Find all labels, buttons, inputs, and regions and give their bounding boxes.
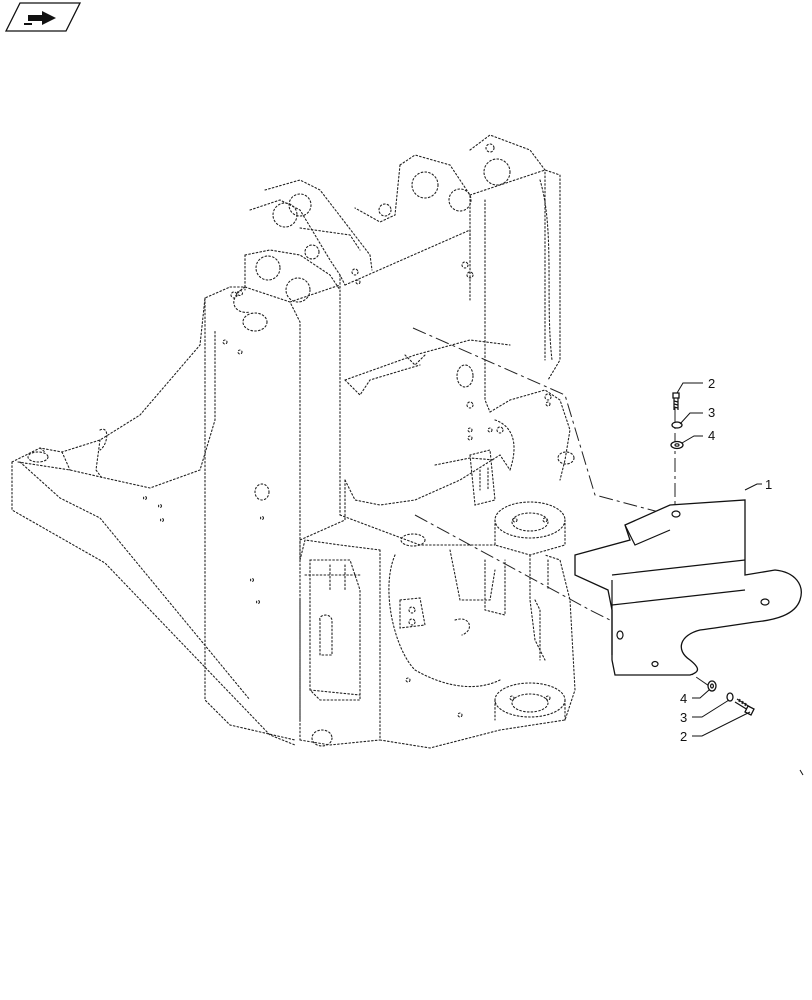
assembly-centerlines xyxy=(412,327,716,691)
corner-mark xyxy=(799,769,804,776)
callout-labels: 1 2 3 4 4 3 2 xyxy=(676,376,772,744)
top-bolt[interactable] xyxy=(672,392,680,410)
top-flatwasher[interactable] xyxy=(670,440,684,450)
callout-top-flatwasher: 4 xyxy=(708,428,715,443)
truck-arrow-icon xyxy=(4,2,82,32)
callout-1: 1 xyxy=(765,477,772,492)
callout-top-bolt: 2 xyxy=(708,376,715,391)
bottom-lockwasher[interactable] xyxy=(726,692,734,702)
top-lockwasher[interactable] xyxy=(671,421,683,429)
bottom-bolt[interactable] xyxy=(734,698,755,716)
top-hardware-stack xyxy=(670,392,684,450)
callout-bottom-lockwasher: 3 xyxy=(680,710,687,725)
callout-bottom-flatwasher: 4 xyxy=(680,691,687,706)
shield-bracket-part[interactable] xyxy=(574,499,802,676)
callout-bottom-bolt: 2 xyxy=(680,729,687,744)
bottom-flatwasher[interactable] xyxy=(707,680,717,692)
loader-frame-drawing xyxy=(11,134,576,749)
bottom-hardware-stack xyxy=(707,680,755,716)
callout-top-lockwasher: 3 xyxy=(708,405,715,420)
